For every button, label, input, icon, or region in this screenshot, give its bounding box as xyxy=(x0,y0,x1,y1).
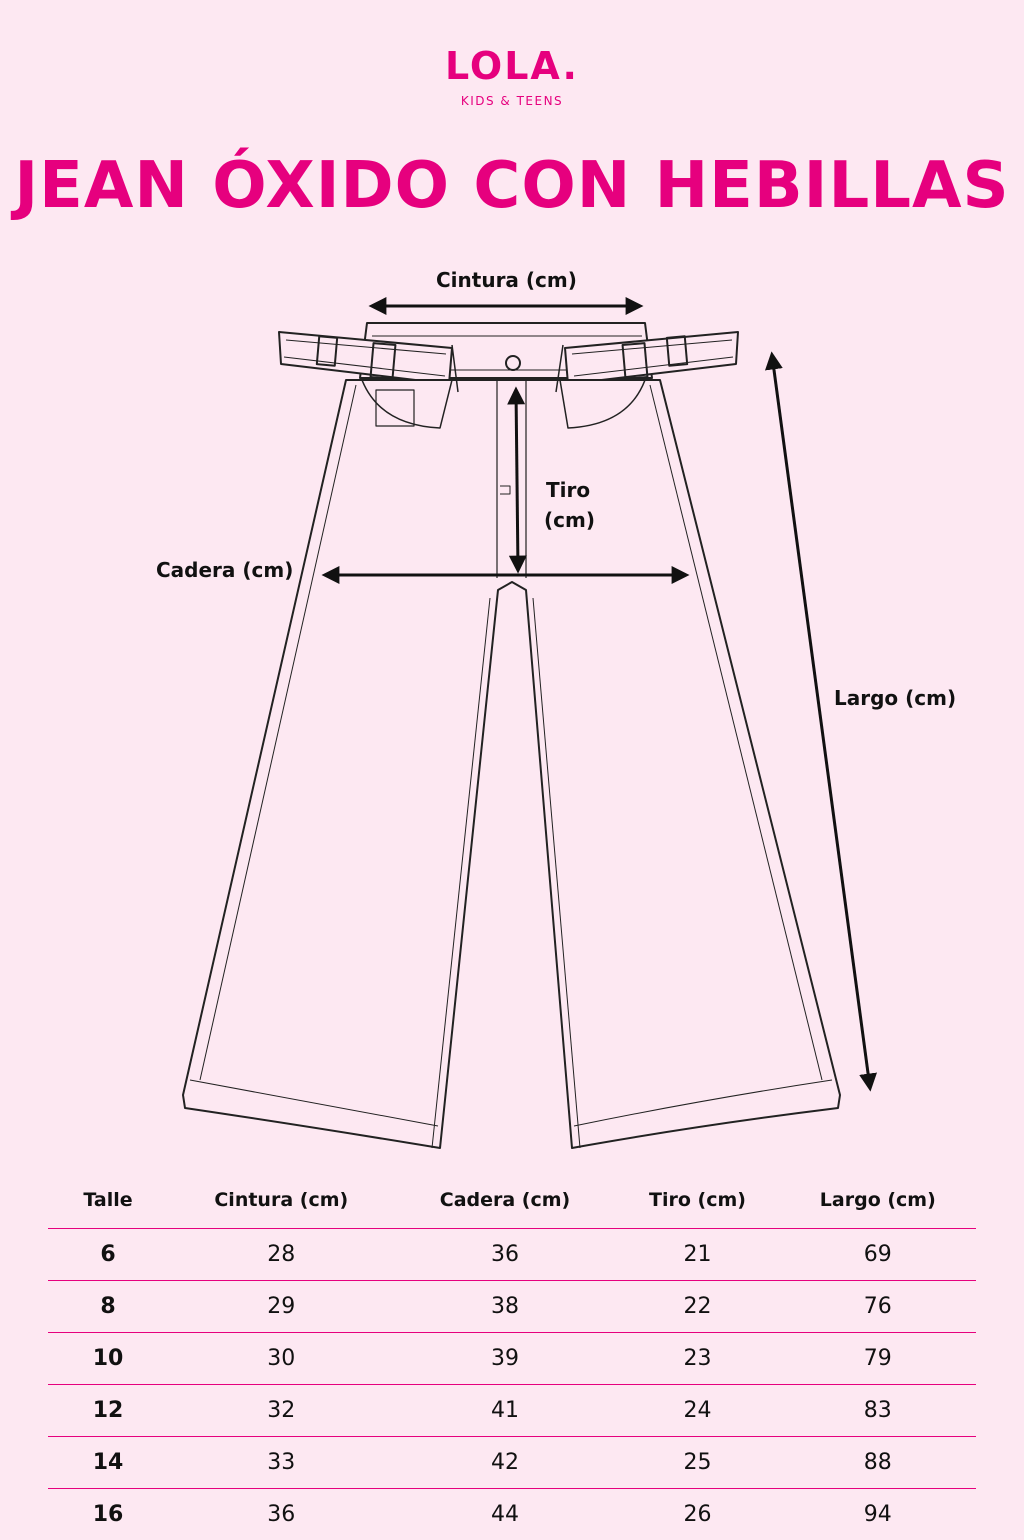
cell-tiro: 22 xyxy=(615,1281,779,1333)
cell-cintura: 33 xyxy=(168,1437,395,1489)
cell-cintura: 29 xyxy=(168,1281,395,1333)
header-talle: Talle xyxy=(48,1172,168,1229)
cintura-label: Cintura (cm) xyxy=(436,268,577,292)
table-row: 14 33 42 25 88 xyxy=(48,1437,976,1489)
table-row: 12 32 41 24 83 xyxy=(48,1385,976,1437)
cell-tiro: 26 xyxy=(615,1489,779,1540)
cell-largo: 83 xyxy=(780,1385,976,1437)
jeans-technical-drawing xyxy=(0,0,1024,1170)
cell-cintura: 30 xyxy=(168,1333,395,1385)
cell-largo: 69 xyxy=(780,1229,976,1281)
tiro-label-line2: (cm) xyxy=(544,508,595,532)
header-cintura: Cintura (cm) xyxy=(168,1172,395,1229)
cell-cintura: 32 xyxy=(168,1385,395,1437)
cell-cadera: 39 xyxy=(395,1333,616,1385)
header-largo: Largo (cm) xyxy=(780,1172,976,1229)
size-table: Talle Cintura (cm) Cadera (cm) Tiro (cm)… xyxy=(48,1172,976,1540)
cell-largo: 94 xyxy=(780,1489,976,1540)
cell-cadera: 36 xyxy=(395,1229,616,1281)
cell-largo: 76 xyxy=(780,1281,976,1333)
cell-cintura: 36 xyxy=(168,1489,395,1540)
cell-tiro: 21 xyxy=(615,1229,779,1281)
cell-largo: 79 xyxy=(780,1333,976,1385)
table-header-row: Talle Cintura (cm) Cadera (cm) Tiro (cm)… xyxy=(48,1172,976,1229)
cell-talle: 6 xyxy=(48,1229,168,1281)
cell-cadera: 44 xyxy=(395,1489,616,1540)
cell-largo: 88 xyxy=(780,1437,976,1489)
cell-tiro: 24 xyxy=(615,1385,779,1437)
cell-talle: 16 xyxy=(48,1489,168,1540)
cell-cadera: 41 xyxy=(395,1385,616,1437)
cadera-label: Cadera (cm) xyxy=(156,558,293,582)
cell-tiro: 23 xyxy=(615,1333,779,1385)
largo-label: Largo (cm) xyxy=(834,686,956,710)
cell-talle: 8 xyxy=(48,1281,168,1333)
table-row: 8 29 38 22 76 xyxy=(48,1281,976,1333)
header-cadera: Cadera (cm) xyxy=(395,1172,616,1229)
cell-cadera: 42 xyxy=(395,1437,616,1489)
table-row: 16 36 44 26 94 xyxy=(48,1489,976,1540)
cell-talle: 12 xyxy=(48,1385,168,1437)
cell-talle: 10 xyxy=(48,1333,168,1385)
table-row: 10 30 39 23 79 xyxy=(48,1333,976,1385)
cell-tiro: 25 xyxy=(615,1437,779,1489)
tiro-label-line1: Tiro xyxy=(546,478,590,502)
table-row: 6 28 36 21 69 xyxy=(48,1229,976,1281)
cell-cadera: 38 xyxy=(395,1281,616,1333)
cell-cintura: 28 xyxy=(168,1229,395,1281)
cell-talle: 14 xyxy=(48,1437,168,1489)
header-tiro: Tiro (cm) xyxy=(615,1172,779,1229)
